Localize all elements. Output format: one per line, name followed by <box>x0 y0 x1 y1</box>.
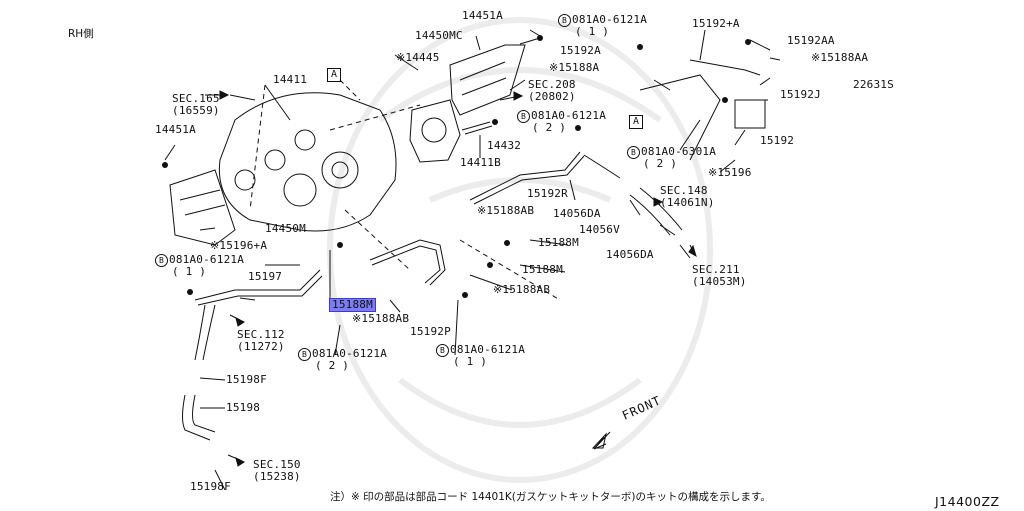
label-14056DA-b[interactable]: 14056DA <box>606 248 654 261</box>
bolt-part-number: 081A0-6121A <box>450 343 526 356</box>
bolt-symbol: B <box>436 344 449 357</box>
turbo-housing <box>218 92 397 232</box>
label-15198F-b[interactable]: 15198F <box>190 480 231 493</box>
label-14451A-left[interactable]: 14451A <box>155 123 196 136</box>
label-sec165-sub: (16559) <box>172 104 220 117</box>
label-15192R[interactable]: 15192R <box>527 187 568 200</box>
footnote: 注）※ 印の部品は部品コード 14401K(ガスケットキットターボ)のキットの構… <box>330 491 771 503</box>
label-qty-mid: ( 2 ) <box>315 359 350 372</box>
label-qty-right: ( 1 ) <box>453 355 488 368</box>
bolt-symbol: B <box>298 348 311 361</box>
label-15192[interactable]: 15192 <box>760 134 795 147</box>
label-14450M[interactable]: 14450M <box>265 222 306 235</box>
bolt-part-number: 081A0-6121A <box>531 109 607 122</box>
label-15188AA[interactable]: ※15188AA <box>811 51 869 64</box>
label-sec165[interactable]: SEC.165 <box>172 92 220 105</box>
label-14056V[interactable]: 14056V <box>579 223 620 236</box>
label-15192A[interactable]: 15192A <box>560 44 601 57</box>
bolt-part-number: 081A0-6121A <box>572 13 648 26</box>
label-14451A-top[interactable]: 14451A <box>462 9 503 22</box>
pipe-15192P <box>369 239 446 286</box>
heat-shield-14450M <box>169 169 236 246</box>
label-15196[interactable]: ※15196 <box>708 166 752 179</box>
label-15196-plusA[interactable]: ※15196+A <box>210 239 268 252</box>
label-sec211-sub: (14053M) <box>692 275 747 288</box>
bolts <box>162 35 751 298</box>
label-sec211[interactable]: SEC.211 <box>692 263 740 276</box>
label-sec150[interactable]: SEC.150 <box>253 458 301 471</box>
bolt-part-number: 081A0-6121A <box>169 253 245 266</box>
label-15188M-highlighted[interactable]: 15188M <box>329 298 376 312</box>
bolt-symbol: B <box>517 110 530 123</box>
label-15188M-b[interactable]: 15188M <box>522 263 563 276</box>
label-15188AB-c[interactable]: ※15188AB <box>352 312 410 325</box>
label-sec208[interactable]: SEC.208 <box>528 78 576 91</box>
label-15198F-a[interactable]: 15198F <box>226 373 267 386</box>
label-15188A[interactable]: ※15188A <box>549 61 600 74</box>
label-14056DA-a[interactable]: 14056DA <box>553 207 601 220</box>
bolt-part-number: 081A0-6301A <box>641 145 717 158</box>
ref-box-a-upper: A <box>327 68 341 82</box>
pipe-15197 <box>194 269 323 306</box>
bolt-symbol: B <box>627 146 640 159</box>
label-14445[interactable]: ※14445 <box>396 51 440 64</box>
label-sec150-sub: (15238) <box>253 470 301 483</box>
label-sec148[interactable]: SEC.148 <box>660 184 708 197</box>
label-15188AB-b[interactable]: ※15188AB <box>493 283 551 296</box>
label-sec112-sub: (11272) <box>237 340 285 353</box>
label-sec112[interactable]: SEC.112 <box>237 328 285 341</box>
hose-14056V <box>629 187 683 236</box>
diagram-code: J14400ZZ <box>935 494 1000 509</box>
label-22631S[interactable]: 22631S <box>853 78 894 91</box>
label-15188M-a[interactable]: 15188M <box>538 236 579 249</box>
label-qty-left: ( 1 ) <box>172 265 207 278</box>
bolt-part-number: 081A0-6121A <box>312 347 388 360</box>
label-qty-6301A: ( 2 ) <box>643 157 678 170</box>
label-14450MC[interactable]: 14450MC <box>415 29 463 42</box>
pipe-15192 <box>639 59 761 161</box>
ref-box-a-lower: A <box>629 115 643 129</box>
label-15192J[interactable]: 15192J <box>780 88 821 101</box>
label-15198[interactable]: 15198 <box>226 401 261 414</box>
label-15192AA[interactable]: 15192AA <box>787 34 835 47</box>
label-15192-plusA[interactable]: 15192+A <box>692 17 740 30</box>
pipe-15192R <box>469 151 585 205</box>
hose-15198 <box>182 394 216 441</box>
label-sec208-sub: (20802) <box>528 90 576 103</box>
label-14411B[interactable]: 14411B <box>460 156 501 169</box>
label-15192P[interactable]: 15192P <box>410 325 451 338</box>
label-qty-a: ( 2 ) <box>532 121 567 134</box>
heat-shield-14450MC <box>449 44 526 116</box>
side-label: RH側 <box>68 28 94 40</box>
label-sec148-sub: (14061N) <box>660 196 715 209</box>
label-14432[interactable]: 14432 <box>487 139 522 152</box>
bolt-symbol: B <box>155 254 168 267</box>
gasket-14445 <box>409 99 461 163</box>
label-14411[interactable]: 14411 <box>273 73 308 86</box>
label-qty-top: ( 1 ) <box>575 25 610 38</box>
label-15188AB-a[interactable]: ※15188AB <box>477 204 535 217</box>
bolt-symbol: B <box>558 14 571 27</box>
label-15197[interactable]: 15197 <box>248 270 283 283</box>
